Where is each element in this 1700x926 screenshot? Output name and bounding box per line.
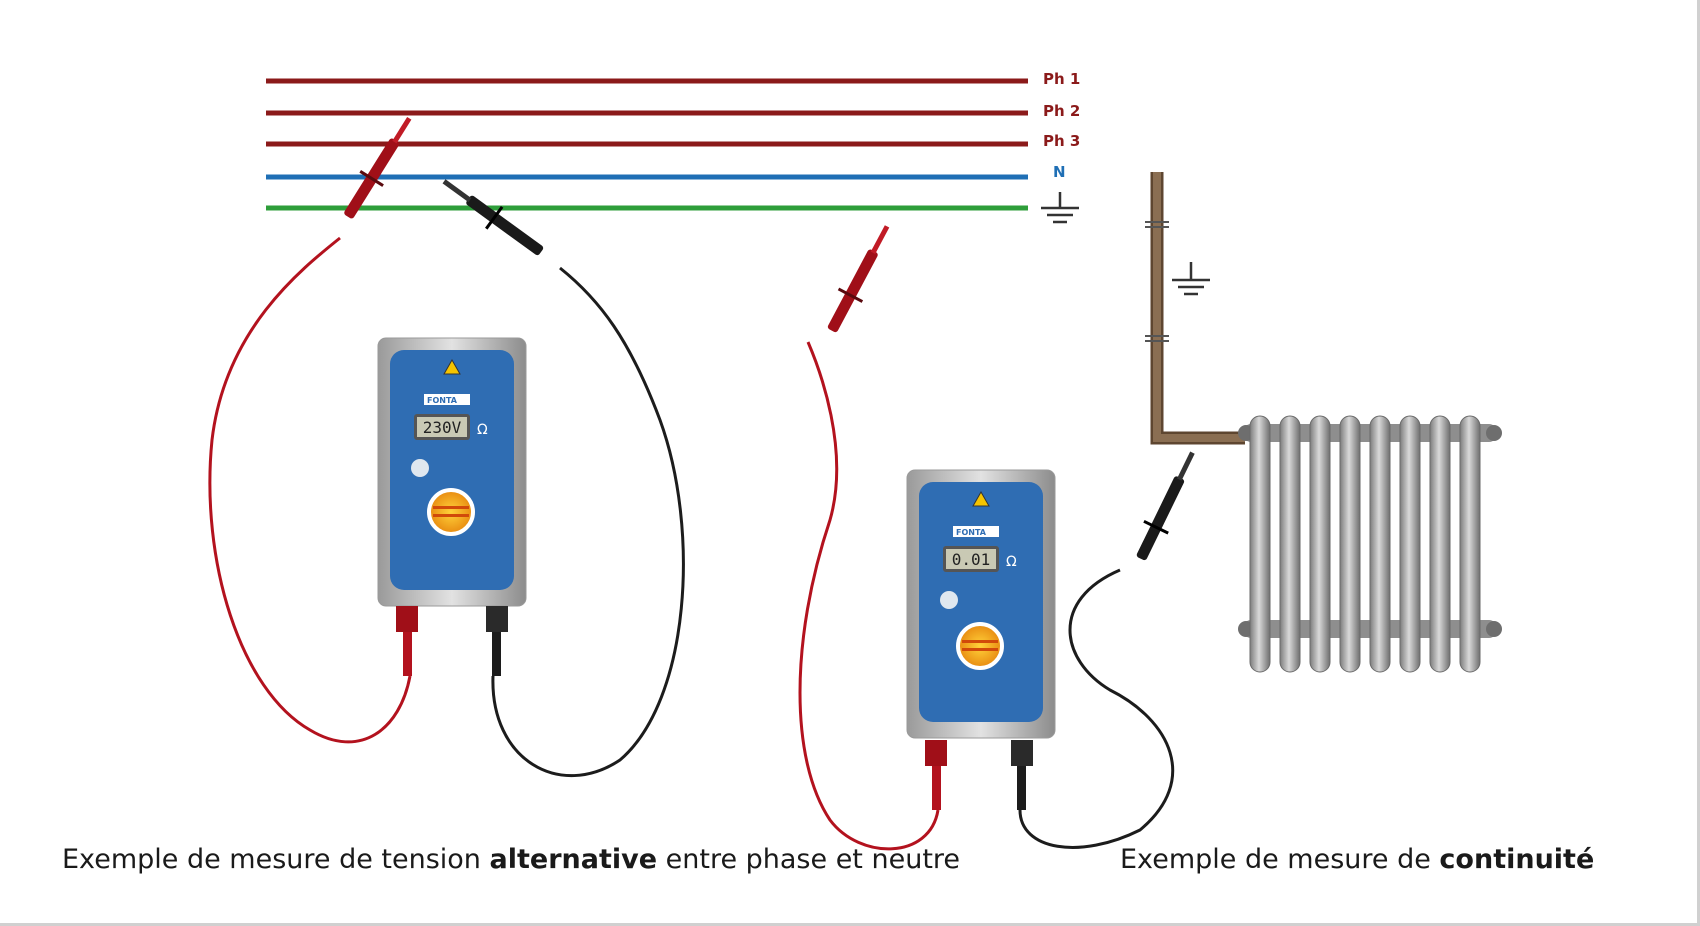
radiator-column bbox=[1369, 415, 1391, 673]
radiator-column bbox=[1279, 415, 1301, 673]
radiator-column bbox=[1309, 415, 1331, 673]
multimeter-left: FONTA 230V Ω bbox=[377, 337, 527, 676]
meter-left-brand: FONTA bbox=[427, 396, 458, 405]
label-ph2: Ph 2 bbox=[1043, 102, 1080, 120]
caption-right: Exemple de mesure de continuité bbox=[1120, 844, 1594, 875]
meter-right-brand: FONTA bbox=[956, 528, 987, 537]
radiator-column bbox=[1339, 415, 1361, 673]
earth-pipe bbox=[1145, 172, 1245, 445]
label-ph1: Ph 1 bbox=[1043, 70, 1080, 88]
bus-bars: Ph 1 Ph 2 Ph 3 N bbox=[266, 70, 1080, 224]
caption-left-bold: alternative bbox=[489, 844, 658, 875]
black-lead-right bbox=[1018, 568, 1175, 849]
warning-icon bbox=[972, 490, 990, 507]
caption-left: Exemple de mesure de tension alternative… bbox=[62, 844, 960, 875]
radiator-column bbox=[1429, 415, 1451, 673]
radiator-column bbox=[1399, 415, 1421, 673]
black-lead-left bbox=[491, 266, 685, 778]
red-lead-left bbox=[208, 236, 412, 744]
radiator bbox=[1238, 415, 1502, 673]
meter-left-display: 230V bbox=[423, 418, 462, 437]
radiator-column bbox=[1459, 415, 1481, 673]
red-lead-right bbox=[798, 341, 940, 851]
caption-right-bold: continuité bbox=[1439, 844, 1595, 875]
ohm-icon: Ω bbox=[1006, 554, 1017, 570]
label-ph3: Ph 3 bbox=[1043, 132, 1080, 150]
multimeter-right: FONTA 0.01 Ω bbox=[906, 469, 1056, 810]
warning-icon bbox=[443, 358, 461, 375]
ohm-icon: Ω bbox=[477, 422, 488, 438]
right-meter-leads bbox=[798, 225, 1195, 851]
left-meter-leads bbox=[208, 116, 685, 778]
label-n: N bbox=[1053, 163, 1066, 181]
ground-symbol-icon bbox=[1041, 192, 1079, 224]
caption-left-pre: Exemple de mesure de tension bbox=[62, 844, 490, 875]
caption-right-pre: Exemple de mesure de bbox=[1120, 844, 1440, 875]
meter-right-display: 0.01 bbox=[952, 550, 991, 569]
caption-left-post: entre phase et neutre bbox=[657, 844, 961, 875]
ground-symbol-icon bbox=[1172, 262, 1210, 296]
radiator-column bbox=[1249, 415, 1271, 673]
